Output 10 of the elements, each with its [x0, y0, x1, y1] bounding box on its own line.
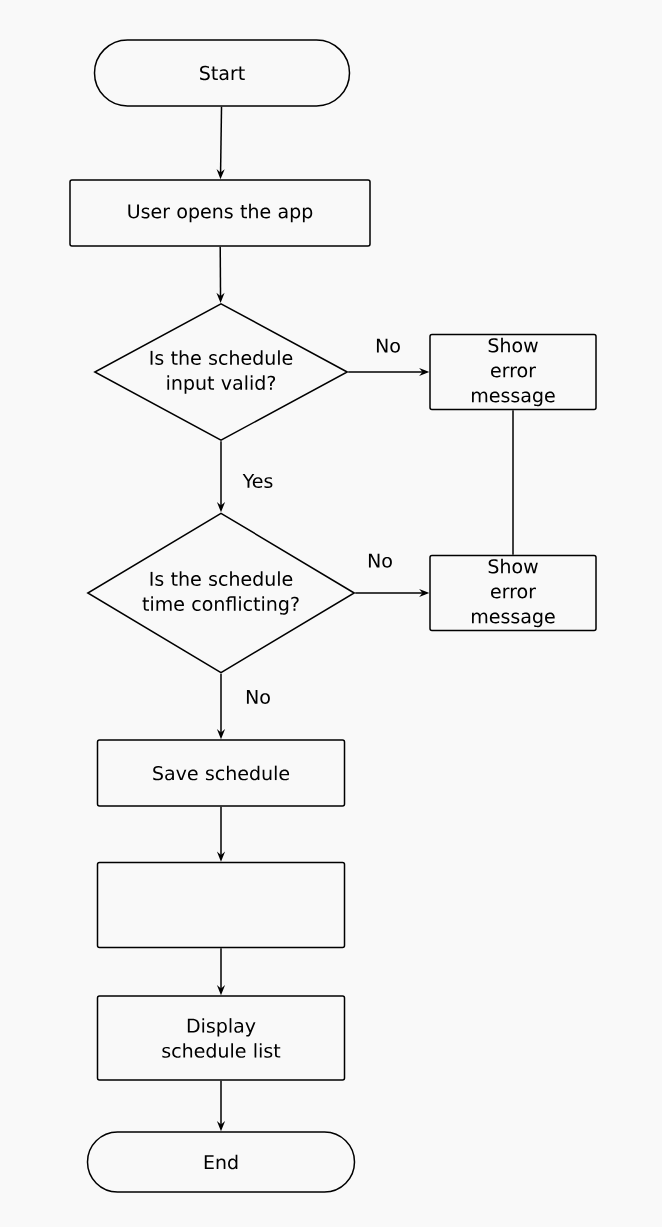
edge-label: No	[376, 338, 400, 353]
edge-label: No	[368, 553, 392, 568]
process-box: Show error message	[429, 333, 597, 411]
edge-label: No	[246, 689, 270, 705]
process-box: User opens the app	[69, 179, 371, 247]
process-box	[96, 861, 346, 949]
process-box: Show error message	[429, 554, 597, 632]
process-box: Save schedule	[96, 739, 346, 807]
edge-label: Yes	[242, 473, 273, 489]
process-box: Display schedule list	[96, 995, 346, 1081]
